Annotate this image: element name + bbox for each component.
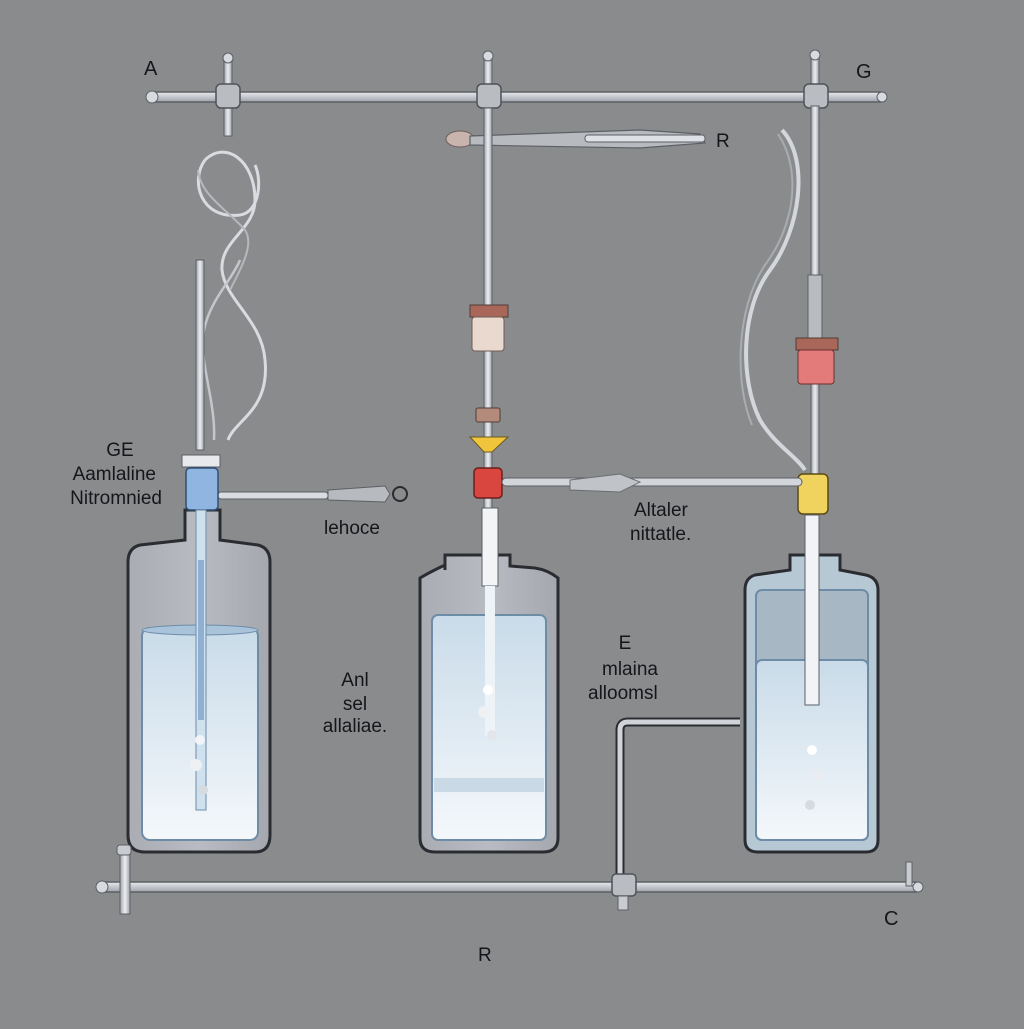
top-left-clamp [215, 52, 241, 137]
label-corner-top-right: G [856, 61, 872, 83]
middle-side-arm [445, 129, 706, 149]
label-left-tube: lehoce [324, 518, 380, 539]
label-left-name-2: Nitromnied [70, 488, 162, 509]
left-stand-rod [195, 259, 205, 451]
label-arm: R [716, 131, 730, 152]
right-column [795, 105, 839, 515]
middle-column [468, 107, 510, 529]
right-bottle [743, 514, 880, 854]
label-middle-2: sel [342, 694, 368, 715]
label-right-1: Altaler [634, 500, 688, 521]
bottom-support-rod [95, 844, 924, 915]
label-center-header: E [618, 633, 632, 654]
label-left-header: GE [106, 440, 134, 461]
label-middle-1: Anl [341, 670, 369, 691]
left-bottle [126, 454, 272, 854]
middle-bottle [418, 507, 560, 854]
label-left-name-1: Aamlaline [72, 464, 156, 485]
label-center-2: alloomsl [588, 683, 658, 704]
label-center-1: mlaina [602, 659, 658, 680]
label-middle-3: allaliae. [322, 716, 388, 737]
right-tubing [739, 128, 807, 472]
top-right-clamp [803, 49, 829, 109]
label-bottom-center: R [478, 945, 492, 966]
right-side-tube [501, 473, 803, 493]
bottom-connector-pipe [615, 717, 740, 880]
label-corner-top-left: A [144, 58, 158, 80]
top-middle-clamp [476, 50, 502, 109]
left-side-tube [217, 485, 408, 503]
label-right-2: nittatle. [630, 524, 692, 545]
label-bottom-right: C [884, 908, 899, 930]
left-tubing [196, 150, 267, 441]
top-support-rod [145, 90, 888, 104]
